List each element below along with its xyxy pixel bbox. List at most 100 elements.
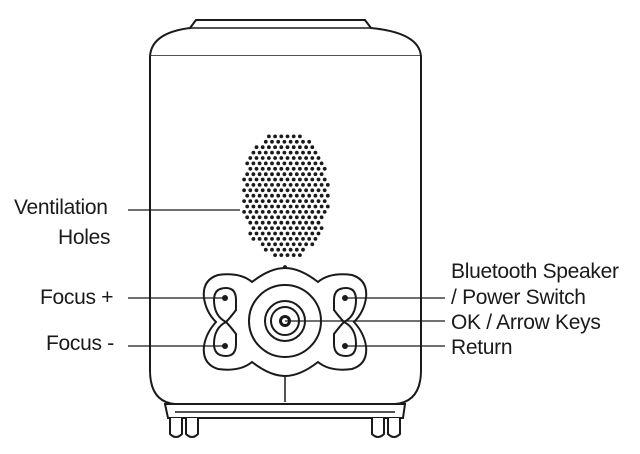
vent-hole bbox=[316, 199, 321, 204]
vent-hole bbox=[270, 237, 274, 241]
vent-hole bbox=[288, 193, 293, 198]
vent-hole bbox=[267, 188, 271, 193]
vent-hole bbox=[288, 204, 293, 209]
ventilation-label-line1: Ventilation bbox=[14, 196, 108, 219]
vent-hole bbox=[288, 150, 293, 155]
vent-hole bbox=[288, 139, 293, 144]
vent-hole bbox=[307, 215, 312, 220]
vent-hole bbox=[298, 134, 302, 139]
vent-hole bbox=[294, 237, 299, 241]
vent-hole bbox=[294, 193, 299, 198]
vent-hole bbox=[251, 172, 256, 177]
vent-hole bbox=[282, 183, 287, 187]
vent-hole bbox=[285, 231, 290, 236]
vent-hole bbox=[273, 145, 277, 150]
vent-hole bbox=[304, 242, 308, 247]
vent-hole bbox=[298, 145, 302, 150]
vent-hole bbox=[260, 210, 265, 214]
vent-hole bbox=[273, 242, 277, 247]
vent-hole bbox=[319, 183, 324, 187]
vent-hole bbox=[294, 226, 299, 231]
vent-hole bbox=[298, 253, 302, 257]
vent-hole bbox=[288, 237, 293, 241]
vent-hole bbox=[245, 183, 250, 187]
vent-hole bbox=[276, 204, 281, 209]
vent-hole bbox=[310, 231, 315, 236]
vent-hole bbox=[291, 156, 296, 160]
vent-hole bbox=[313, 204, 318, 209]
vent-hole bbox=[285, 134, 290, 139]
vent-hole bbox=[270, 247, 274, 252]
vent-hole bbox=[288, 215, 293, 220]
vent-hole bbox=[263, 161, 268, 166]
vent-hole bbox=[294, 215, 299, 220]
vent-hole bbox=[260, 199, 265, 204]
vent-hole bbox=[310, 210, 315, 214]
focus-buttons bbox=[212, 286, 237, 358]
vent-hole bbox=[263, 226, 268, 231]
vent-hole bbox=[273, 210, 277, 214]
vent-hole bbox=[273, 253, 277, 257]
bluetooth-label-line1: Bluetooth Speaker bbox=[451, 260, 619, 283]
vent-hole bbox=[254, 199, 259, 204]
vent-hole bbox=[298, 210, 302, 214]
vent-hole bbox=[273, 177, 277, 182]
vent-hole bbox=[245, 204, 250, 209]
vent-hole bbox=[301, 150, 305, 155]
vent-hole bbox=[307, 237, 312, 241]
vent-hole bbox=[276, 226, 281, 231]
vent-hole bbox=[294, 139, 299, 144]
vent-hole bbox=[279, 242, 284, 247]
vent-hole bbox=[313, 226, 318, 231]
device-feet bbox=[169, 418, 401, 438]
vent-hole bbox=[304, 231, 308, 236]
vent-hole bbox=[279, 134, 284, 139]
vent-hole bbox=[270, 204, 274, 209]
vent-hole bbox=[285, 210, 290, 214]
focus-plus-button[interactable] bbox=[212, 286, 237, 324]
vent-hole bbox=[245, 172, 250, 177]
vent-hole bbox=[270, 183, 274, 187]
vent-hole bbox=[301, 193, 305, 198]
vent-hole bbox=[270, 226, 274, 231]
vent-hole bbox=[267, 166, 271, 171]
vent-hole bbox=[260, 156, 265, 160]
vent-hole bbox=[254, 210, 259, 214]
vent-hole bbox=[263, 193, 268, 198]
vent-hole bbox=[248, 166, 253, 171]
vent-hole bbox=[251, 237, 256, 241]
vent-hole bbox=[257, 204, 262, 209]
vent-hole bbox=[257, 183, 262, 187]
vent-hole bbox=[254, 166, 259, 171]
vent-hole bbox=[251, 150, 256, 155]
return-button[interactable] bbox=[333, 320, 358, 358]
vent-hole bbox=[257, 161, 262, 166]
vent-hole bbox=[251, 215, 256, 220]
vent-hole bbox=[298, 242, 302, 247]
vent-hole bbox=[316, 210, 321, 214]
vent-hole bbox=[257, 172, 262, 177]
vent-hole bbox=[279, 156, 284, 160]
vent-hole bbox=[310, 145, 315, 150]
bluetooth-power-button[interactable] bbox=[333, 286, 358, 324]
vent-hole bbox=[257, 237, 262, 241]
vent-hole bbox=[322, 166, 327, 171]
vent-hole bbox=[294, 172, 299, 177]
vent-hole bbox=[288, 161, 293, 166]
vent-hole bbox=[298, 188, 302, 193]
vent-hole bbox=[301, 215, 305, 220]
vent-hole bbox=[288, 183, 293, 187]
vent-hole bbox=[254, 156, 259, 160]
vent-hole bbox=[251, 161, 256, 166]
vent-hole bbox=[294, 150, 299, 155]
vent-hole bbox=[270, 161, 274, 166]
focus-minus-button[interactable] bbox=[212, 320, 237, 358]
vent-hole bbox=[242, 177, 247, 182]
vent-hole bbox=[307, 161, 312, 166]
vent-hole bbox=[285, 253, 290, 257]
vent-hole bbox=[291, 253, 296, 257]
leader-lines bbox=[128, 209, 445, 347]
vent-hole bbox=[267, 242, 271, 247]
vent-hole bbox=[307, 183, 312, 187]
vent-hole bbox=[257, 226, 262, 231]
